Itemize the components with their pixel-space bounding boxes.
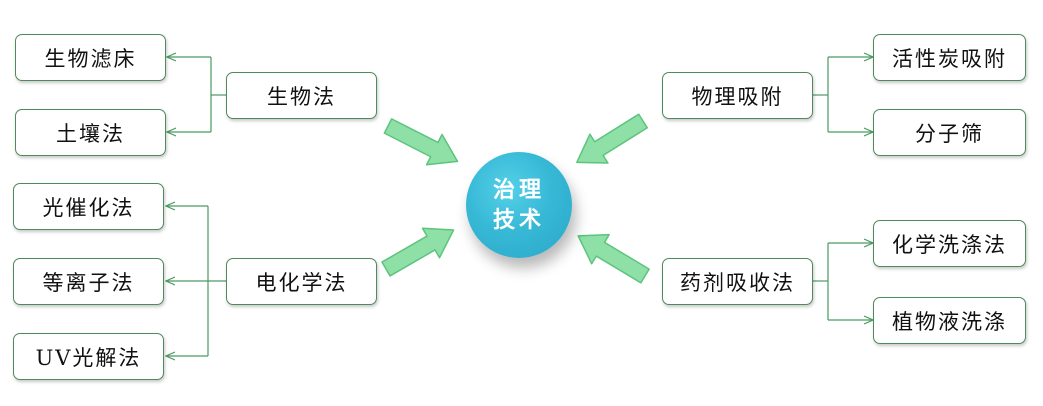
sub-chemical-washing: 化学洗涤法 — [873, 220, 1026, 267]
sub-bio-filter: 生物滤床 — [15, 34, 166, 81]
block-arrow-bottom-left — [381, 227, 455, 277]
method-electrochemical: 电化学法 — [226, 258, 377, 305]
sub-activated-carbon: 活性炭吸附 — [873, 34, 1026, 81]
sub-molecular-sieve: 分子筛 — [873, 109, 1026, 156]
block-arrow-bottom-right — [577, 233, 650, 284]
method-chemical-absorption: 药剂吸收法 — [662, 258, 813, 305]
sub-soil: 土壤法 — [15, 109, 166, 156]
block-arrow-top-right — [576, 113, 648, 164]
sub-photocatalysis: 光催化法 — [13, 183, 164, 230]
center-label-line2: 技术 — [492, 207, 545, 233]
method-physical-adsorption: 物理吸附 — [662, 72, 813, 119]
center-label-line1: 治理 — [492, 177, 545, 203]
block-arrow-top-left — [383, 118, 459, 166]
method-biological: 生物法 — [226, 72, 377, 119]
center-node-treatment-technology: 治理 技术 — [466, 152, 572, 258]
sub-plant-liquid-washing: 植物液洗涤 — [873, 297, 1026, 344]
sub-uv-photolysis: UV光解法 — [13, 333, 164, 380]
sub-plasma: 等离子法 — [13, 258, 164, 305]
